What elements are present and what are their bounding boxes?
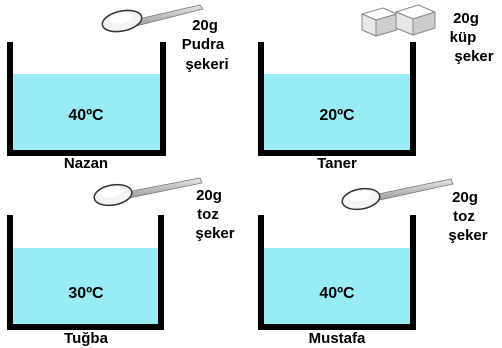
sugar-noun: şeker bbox=[448, 227, 487, 244]
beaker-panel-mustafa: 40ºC Mustafa 20g toz şeker bbox=[258, 178, 488, 347]
student-name: Nazan bbox=[64, 155, 108, 172]
sugar-amount: 20g bbox=[196, 187, 222, 204]
beaker-panel-nazan: 40ºC Nazan 20g Pudra şekeri bbox=[7, 4, 229, 172]
beaker-panel-taner: 20ºC Taner 20g küp şeker bbox=[258, 4, 494, 172]
spoon-icon bbox=[101, 4, 204, 33]
sugar-amount: 20g bbox=[192, 17, 218, 34]
sugar-noun: şeker bbox=[195, 225, 234, 242]
beaker-outline bbox=[7, 215, 164, 330]
beaker-outline bbox=[258, 42, 416, 156]
sugar-amount: 20g bbox=[453, 10, 479, 27]
sugar-noun: şekeri bbox=[185, 56, 228, 73]
beaker-panel-tugba: 30ºC Tuğba 20g toz şeker bbox=[7, 177, 235, 347]
water-fill bbox=[264, 74, 410, 151]
beaker-outline bbox=[7, 42, 166, 156]
water-fill bbox=[13, 248, 158, 325]
beaker-temperature: 20ºC bbox=[319, 107, 355, 124]
water-fill bbox=[13, 74, 160, 151]
student-name: Taner bbox=[317, 155, 357, 172]
beaker-outline bbox=[258, 215, 416, 330]
beaker-temperature: 40ºC bbox=[68, 107, 104, 124]
sugar-noun: şeker bbox=[454, 48, 493, 65]
sugar-cubes-icon bbox=[361, 4, 436, 37]
beaker-temperature: 40ºC bbox=[319, 285, 355, 302]
beaker-temperature: 30ºC bbox=[68, 285, 104, 302]
sugar-type: Pudra bbox=[182, 36, 225, 53]
sugar-type: küp bbox=[450, 29, 477, 46]
spoon-icon bbox=[93, 177, 203, 207]
sugar-amount: 20g bbox=[452, 189, 478, 206]
student-name: Mustafa bbox=[309, 330, 366, 347]
water-fill bbox=[264, 248, 410, 325]
spoon-icon bbox=[341, 178, 454, 211]
student-name: Tuğba bbox=[64, 330, 109, 347]
sugar-type: toz bbox=[453, 208, 475, 225]
sugar-type: toz bbox=[197, 206, 219, 223]
